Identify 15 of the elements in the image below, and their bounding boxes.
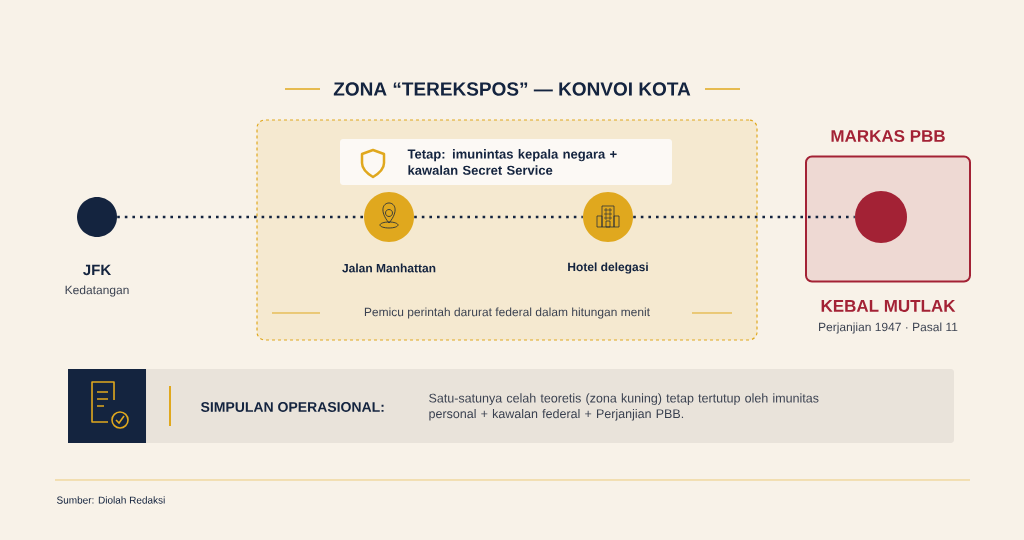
- status-heading: KEBAL MUTLAK: [821, 300, 956, 312]
- title: ZONA “TEREKSPOS” — KONVOI KOTA: [333, 82, 691, 96]
- source-note: Sumber: Diolah Redaksi: [57, 496, 165, 504]
- dotted-connector: [117, 215, 364, 219]
- headquarters-box: MARKAS PBB: [805, 130, 971, 283]
- place-name: Jalan Manhattan: [342, 263, 436, 273]
- place-name: JFK: [83, 264, 112, 276]
- headquarters-marker: [855, 191, 907, 243]
- place-name: Hotel delegasi: [568, 262, 648, 274]
- note-box: Tetap: imunintas kepala negara + kawalan Secret Service: [340, 139, 672, 185]
- dotted-connector: [633, 215, 855, 219]
- zone-note: Pemicu perintah darurat federal dalam hitungan menit: [364, 307, 650, 319]
- dotted-connector: [414, 215, 583, 219]
- status-caption: Perjanjian 1947 · Pasal 11: [819, 322, 958, 334]
- place-caption: Kedatangan: [65, 285, 129, 297]
